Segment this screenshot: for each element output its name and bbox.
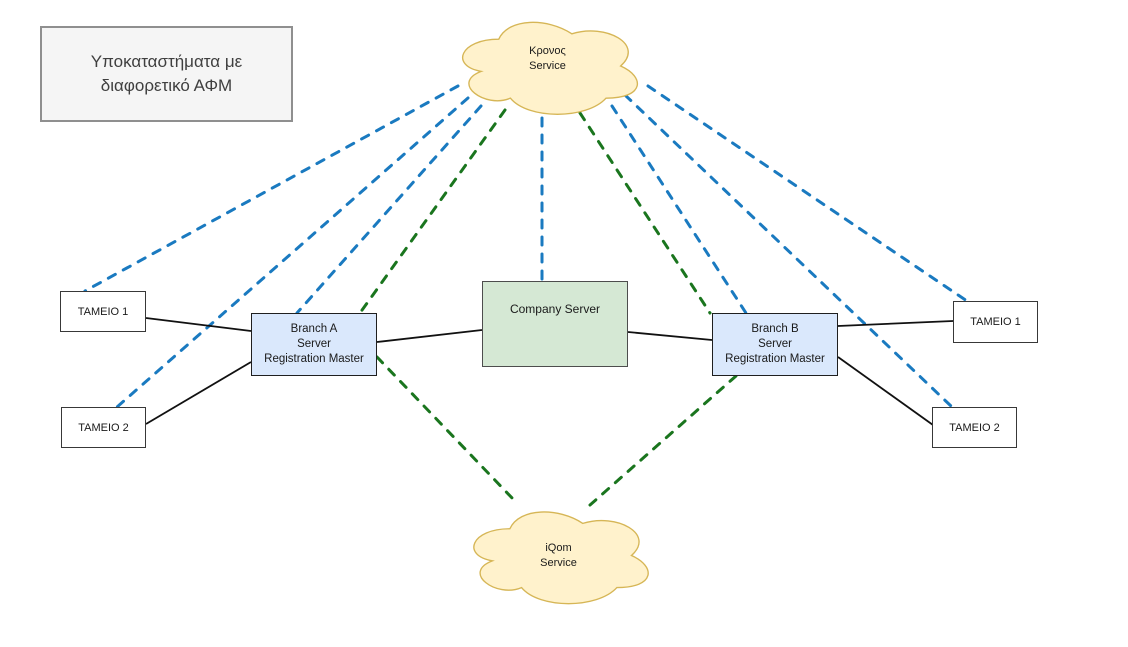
iqom-label-line-1: iQom [545,541,572,554]
edge-tameio2-left-to-branch-a [145,361,252,425]
company-server-node: Company Server [482,281,628,367]
tameio-1-right-node: ΤΑΜΕΙΟ 1 [953,301,1038,343]
kronos-cloud-node: Κρονος Service [450,10,645,122]
tameio-1-left-node: ΤΑΜΕΙΟ 1 [60,291,146,332]
tameio-2-left-node: ΤΑΜΕΙΟ 2 [61,407,146,448]
edge-branch-b-to-iqom [588,374,738,507]
branch-a-line-3: Registration Master [264,352,364,365]
company-server-label: Company Server [509,302,601,316]
iqom-cloud-shape [473,511,649,605]
branch-b-server-node: Branch B Server Registration Master [712,313,838,376]
kronos-cloud-shape [462,21,638,115]
iqom-cloud-node: iQom Service [461,502,656,609]
tameio-2-right-label: ΤΑΜΕΙΟ 2 [949,421,1000,434]
title-box: Υποκαταστήματα με διαφορετικό ΑΦΜ [40,26,293,122]
branch-b-line-3: Registration Master [725,352,825,365]
edge-company-to-branch-b [627,331,713,341]
tameio-2-left-label: ΤΑΜΕΙΟ 2 [78,421,129,434]
tameio-1-right-label: ΤΑΜΕΙΟ 1 [970,316,1021,328]
iqom-label-line-2: Service [540,556,577,569]
kronos-label-line-1: Κρονος [529,45,566,58]
edge-kronos-to-branch-a-green [358,108,507,315]
cloud-icon [462,21,638,115]
edge-branch-a-to-iqom [375,355,516,502]
edge-kronos-to-branch-a [295,104,483,315]
title-line-1: Υποκαταστήματα με [90,52,243,72]
edge-kronos-to-tameio1-left [83,84,460,293]
branch-b-line-1: Branch B [751,323,799,336]
branch-a-line-1: Branch A [290,323,338,336]
kronos-label-line-2: Service [529,60,566,72]
edge-branch-b-to-tameio1-right [837,320,954,327]
edge-kronos-to-branch-b-green [578,111,712,315]
edge-kronos-to-branch-b [610,104,748,315]
edge-kronos-to-tameio1-right [646,84,969,303]
branch-b-line-2: Server [758,338,792,351]
edge-branch-b-to-tameio2-right [837,356,934,426]
edge-kronos-to-tameio2-left [115,96,470,409]
tameio-1-left-label: ΤΑΜΕΙΟ 1 [77,305,129,318]
branch-a-server-node: Branch A Server Registration Master [251,313,377,376]
cloud-icon [473,511,649,605]
edge-tameio1-left-to-branch-a [145,317,252,332]
title-line-2: διαφορετικό ΑΦΜ [100,76,233,95]
branch-a-line-2: Server [297,338,331,351]
edge-kronos-to-tameio2-right [623,93,954,409]
tameio-2-right-node: ΤΑΜΕΙΟ 2 [932,407,1017,448]
edge-branch-a-to-company [376,329,483,343]
